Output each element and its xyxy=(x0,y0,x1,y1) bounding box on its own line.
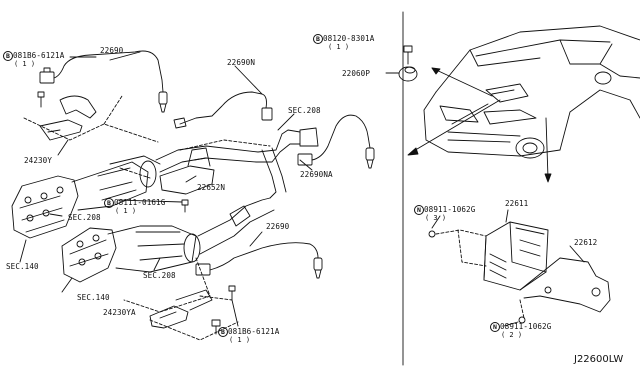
exhaust-pipe-upper xyxy=(155,127,319,199)
bolt-upper-left xyxy=(37,91,45,108)
catalyst-lower xyxy=(107,225,201,273)
label-sec140-upper: SEC.140 xyxy=(6,262,39,271)
part-quantity: ( 1 ) xyxy=(328,43,350,51)
part-quantity: ( 1 ) xyxy=(229,336,251,344)
bolt-08111 xyxy=(181,199,189,213)
part-quantity: ( 2 ) xyxy=(501,331,523,339)
ecu-leaders xyxy=(428,209,585,327)
oxygen-sensor-22690n xyxy=(173,91,273,129)
label-22612: 22612 xyxy=(574,238,598,247)
part-number: 081B6-6121A xyxy=(228,327,280,336)
vehicle-outline xyxy=(423,25,640,159)
ecu-bracket-22612 xyxy=(519,257,611,313)
ecu-module-22611 xyxy=(483,221,549,291)
exhaust-manifold-lower xyxy=(61,227,117,283)
oxygen-sensor-22690na xyxy=(297,114,375,169)
bolt-lower xyxy=(228,285,236,301)
label-22611: 22611 xyxy=(505,199,529,208)
nut-symbol-circle: N xyxy=(490,322,500,332)
oxygen-sensor-upper-left xyxy=(39,50,168,113)
bolt-symbol-circle: B xyxy=(313,34,323,44)
part-number: 08120-8301A xyxy=(323,34,375,43)
harness-bracket-24230Y xyxy=(39,95,97,141)
leader-lines xyxy=(19,51,313,327)
part-quantity: ( 1 ) xyxy=(115,207,137,215)
label-sec208-upper: SEC.208 xyxy=(288,106,321,115)
bolt-symbol-circle: B xyxy=(104,198,114,208)
part-number: 08111-0161G xyxy=(114,198,166,207)
label-sec208-lower: SEC.208 xyxy=(143,271,176,280)
label-24230ya: 24230YA xyxy=(103,308,136,317)
label-24230y: 24230Y xyxy=(24,156,53,165)
label-22060p: 22060P xyxy=(342,69,371,78)
label-22690-upper: 22690 xyxy=(100,46,124,55)
part-quantity: ( 1 ) xyxy=(14,60,36,68)
label-22652n: 22652N xyxy=(197,183,226,192)
label-sec140-lower: SEC.140 xyxy=(77,293,110,302)
bolt-symbol-circle: B xyxy=(3,51,13,61)
label-22690n: 22690N xyxy=(227,58,256,67)
pointer-arrows xyxy=(407,67,552,183)
label-sec208-mid: SEC.208 xyxy=(68,213,101,222)
label-22690-lower: 22690 xyxy=(266,222,290,231)
knock-sensor-22060p xyxy=(385,45,418,82)
part-number: 08911-1062G xyxy=(424,205,476,214)
part-quantity: ( 3 ) xyxy=(425,214,447,222)
bracket-24230ya xyxy=(149,289,221,335)
part-number: 081B6-6121A xyxy=(13,51,65,60)
nut-symbol-circle: N xyxy=(414,205,424,215)
label-22690na: 22690NA xyxy=(300,170,333,179)
exhaust-manifold-upper xyxy=(11,175,79,239)
ecu-guide-lines xyxy=(435,229,525,319)
part-number: 08911-1062G xyxy=(500,322,552,331)
diagram-reference-code: J22600LW xyxy=(574,354,624,365)
bolt-symbol-circle: B xyxy=(218,327,228,337)
heat-shield-22652n xyxy=(159,147,215,195)
oxygen-sensor-lower xyxy=(195,242,323,279)
exhaust-pipe-lower xyxy=(197,197,275,255)
